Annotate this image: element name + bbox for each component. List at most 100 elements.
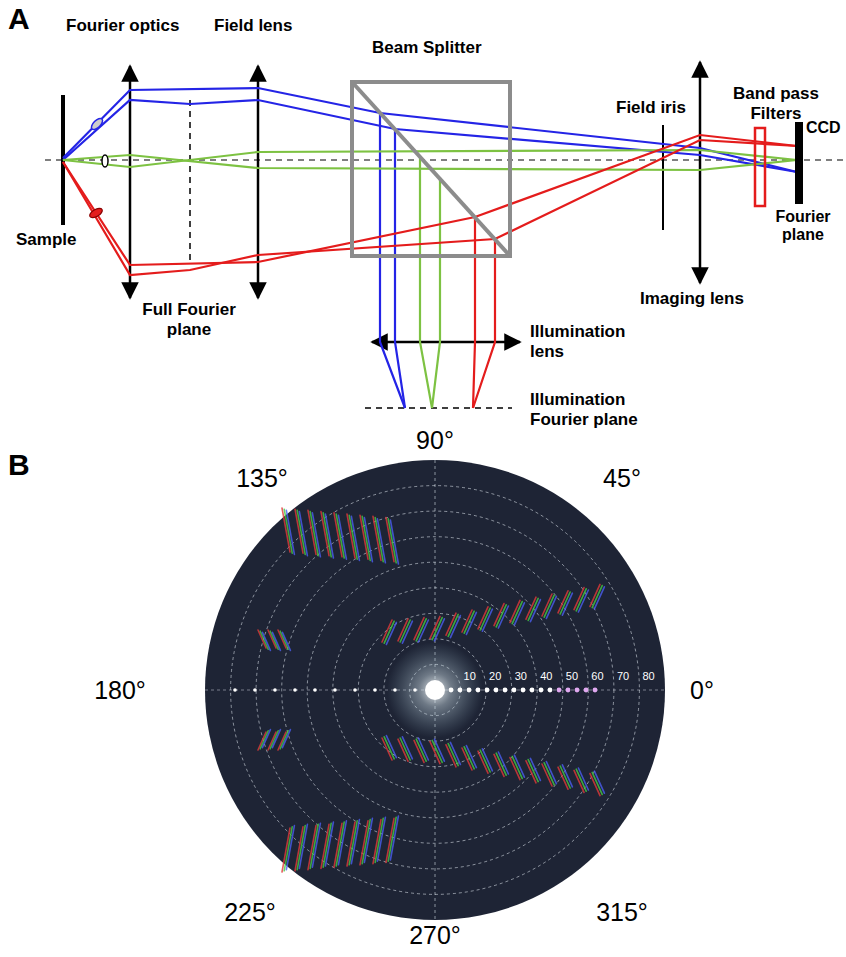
order-dot [530,688,535,693]
part-label: Fourier plane [766,208,840,245]
splitter-diagonal [352,82,510,256]
diffraction-streak [286,826,294,870]
diffraction-streak [498,606,508,628]
zero-order-spot [425,680,445,700]
order-dot [458,688,463,693]
diffraction-streak [377,519,385,563]
diffraction-streak [498,752,508,774]
diffraction-streak [390,816,398,860]
diffraction-streak [418,620,428,642]
polarization-mark [90,117,105,132]
diffraction-streak [578,590,588,612]
diffraction-streak [310,824,318,868]
diffraction-streak [546,762,556,784]
diffraction-streak [364,818,372,862]
diffraction-streak [434,619,444,641]
angle-label: 315° [596,898,648,927]
diffraction-streak [349,515,357,559]
diffraction-streak [530,600,540,622]
diffraction-streak [402,621,412,643]
diffraction-streak [351,820,359,864]
ring-value: 40 [540,670,552,683]
diffraction-streak [297,510,305,554]
diffraction-streak [323,823,331,867]
diffraction-streak [514,755,524,777]
order-dot [413,688,417,692]
diffraction-streak [325,514,333,558]
grid-ring [384,639,486,741]
diffraction-streak [286,510,294,554]
order-dot [494,688,499,693]
angle-label: 0° [690,676,714,705]
diffraction-streak [312,513,320,557]
diffraction-streak [594,771,604,793]
polarization-mark [88,206,104,219]
diffraction-streak [262,632,270,650]
order-dot [373,688,377,692]
diffraction-streak [272,632,280,650]
part-label: Fourier optics [66,16,179,36]
diffraction-streak [434,739,444,761]
illumination-plane [365,407,512,409]
order-dot [449,688,454,693]
order-dot [253,688,257,692]
diffraction-streak [299,512,307,556]
ring-value: 30 [515,670,527,683]
diffraction-pattern [233,508,604,872]
diffraction-streak [297,826,305,870]
diffraction-streak [280,731,288,749]
imaging-lens [699,62,702,283]
diffraction-streak [260,631,268,649]
order-dot [293,688,297,692]
order-dot [521,688,526,693]
diffraction-streak [386,622,396,644]
diffraction-streak [373,516,381,560]
diffraction-streak [336,822,344,866]
diffraction-streak [388,817,396,861]
diffraction-streak [282,508,290,552]
diffraction-streak [466,612,476,634]
band-pass-filter [755,128,765,206]
diffraction-streak [284,827,292,871]
order-dot [333,688,337,692]
order-dot [393,688,397,692]
diffraction-streak [349,821,357,865]
angle-label: 135° [236,464,288,493]
order-dot [566,688,571,693]
diffraction-streak [272,730,280,748]
diffraction-streak [386,818,394,862]
diffraction-streak [334,513,342,557]
diffraction-streak [562,765,572,787]
diffraction-streak [362,516,370,560]
ring-value: 20 [489,670,501,683]
polarization-mark [102,155,108,167]
ring-value: 10 [464,670,476,683]
panel-letter: A [8,2,30,37]
diffraction-streak [360,821,368,865]
diffraction-streak [402,737,412,759]
diffraction-streak [364,518,372,562]
part-label: Field lens [214,16,292,36]
diffraction-streak [312,823,320,867]
order-dot [512,688,517,693]
diffraction-streak [450,742,460,764]
diffraction-streak [482,749,492,771]
order-dot [557,688,562,693]
diffraction-streak [530,758,540,780]
diffraction-streak [386,736,396,758]
order-dot [353,688,357,692]
diffraction-streak [270,731,278,749]
diffraction-streak [282,730,290,748]
zero-order-halo [387,642,483,738]
polar-grid [205,460,665,920]
diffraction-streak [482,609,492,631]
diffraction-streak [514,603,524,625]
part-label: Field iris [616,98,686,118]
diffraction-streak [562,593,572,615]
diffraction-streak [308,826,316,870]
angle-label: 270° [409,921,461,950]
diffraction-streak [418,738,428,760]
